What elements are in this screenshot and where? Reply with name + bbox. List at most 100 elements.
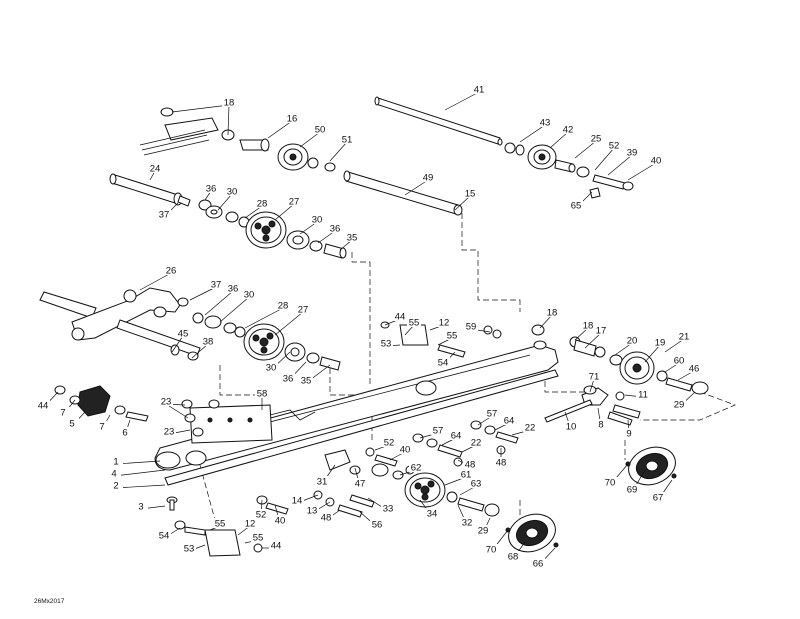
part-number-9: 9 (626, 429, 631, 440)
lower-idler-wheel (392, 465, 500, 517)
callout-leader-28 (244, 307, 284, 329)
part-number-5: 5 (69, 419, 74, 430)
part-number-67: 67 (653, 493, 664, 504)
callout-background (425, 508, 439, 518)
part-number-24: 24 (150, 164, 161, 175)
part-number-14: 14 (292, 496, 303, 507)
callout-background (255, 198, 269, 208)
callout-background (118, 427, 132, 437)
callout-background (222, 97, 236, 107)
rear-idler-wheel (531, 324, 709, 395)
callout-leader-18 (539, 314, 553, 329)
callout-background (463, 188, 477, 198)
callout-background (436, 357, 450, 367)
part-number-54: 54 (159, 531, 170, 542)
callout-background (464, 321, 478, 331)
callout-background (687, 363, 701, 373)
callout-background (581, 320, 595, 330)
callout-background (653, 337, 667, 347)
part-number-64: 64 (451, 431, 462, 442)
callout-background (460, 517, 474, 527)
callout-background (162, 426, 176, 436)
callout-background (157, 530, 171, 540)
part-number-68: 68 (508, 552, 519, 563)
part-number-55: 55 (447, 331, 458, 342)
callout-background (594, 325, 608, 335)
callout-leader-25 (574, 140, 597, 159)
part-number-60: 60 (674, 356, 685, 367)
callout-background (109, 480, 123, 490)
part-number-22: 22 (471, 438, 482, 449)
callout-background (242, 289, 256, 299)
part-number-50: 50 (315, 125, 326, 136)
callout-background (622, 428, 636, 438)
part-number-66: 66 (533, 559, 544, 570)
part-number-13: 13 (307, 506, 318, 517)
part-number-28: 28 (257, 199, 268, 210)
callout-background (148, 163, 162, 173)
callout-background (625, 147, 639, 157)
front-stopper (54, 385, 149, 422)
part-number-23: 23 (161, 397, 172, 408)
part-number-58: 58 (257, 389, 268, 400)
callout-leader-38 (191, 343, 209, 359)
part-number-10: 10 (566, 422, 577, 433)
callout-background (56, 407, 70, 417)
callout-leader-23 (165, 403, 189, 419)
part-number-2: 2 (113, 481, 118, 492)
part-number-52: 52 (609, 141, 620, 152)
part-number-65: 65 (571, 201, 582, 212)
part-number-4: 4 (111, 469, 116, 480)
part-number-48: 48 (496, 458, 507, 469)
callout-background (407, 317, 421, 327)
upper-rear-shaft (374, 96, 634, 199)
callout-background (182, 543, 196, 553)
part-number-44: 44 (395, 312, 406, 323)
part-number-22: 22 (525, 423, 536, 434)
part-number-69: 69 (627, 485, 638, 496)
callout-background (603, 477, 617, 487)
part-number-1: 1 (113, 457, 118, 468)
callout-background (340, 134, 354, 144)
part-number-41: 41 (474, 85, 485, 96)
part-number-55: 55 (253, 533, 264, 544)
callout-background (310, 214, 324, 224)
part-number-15: 15 (465, 189, 476, 200)
part-number-29: 29 (674, 400, 685, 411)
part-number-21: 21 (679, 332, 690, 343)
callout-background (264, 362, 278, 372)
part-number-46: 46 (689, 364, 700, 375)
slide-component (139, 107, 235, 156)
part-number-27: 27 (289, 197, 300, 208)
part-number-36: 36 (206, 184, 217, 195)
callout-background (319, 512, 333, 522)
callout-background (269, 540, 283, 550)
part-number-53: 53 (381, 339, 392, 350)
callout-background (273, 515, 287, 525)
callout-background (299, 375, 313, 385)
callout-leader-16 (267, 120, 293, 139)
part-number-52: 52 (256, 510, 267, 521)
part-number-17: 17 (596, 326, 607, 337)
part-number-34: 34 (427, 509, 438, 520)
part-number-57: 57 (433, 426, 444, 437)
part-number-55: 55 (409, 318, 420, 329)
part-number-43: 43 (540, 118, 551, 129)
callout-background (672, 355, 686, 365)
callout-background (107, 468, 121, 478)
main-rail (154, 340, 559, 486)
callout-background (502, 415, 516, 425)
part-number-38: 38 (203, 337, 214, 348)
callout-background (421, 172, 435, 182)
callout-background (677, 331, 691, 341)
callout-leader-49 (404, 179, 429, 196)
part-number-29: 29 (478, 526, 489, 537)
part-number-11: 11 (638, 390, 648, 401)
callout-leader-17 (584, 332, 602, 349)
callout-leader-18 (227, 104, 230, 136)
callout-background (587, 371, 601, 381)
part-number-71: 71 (589, 372, 600, 383)
callout-background (564, 421, 578, 431)
